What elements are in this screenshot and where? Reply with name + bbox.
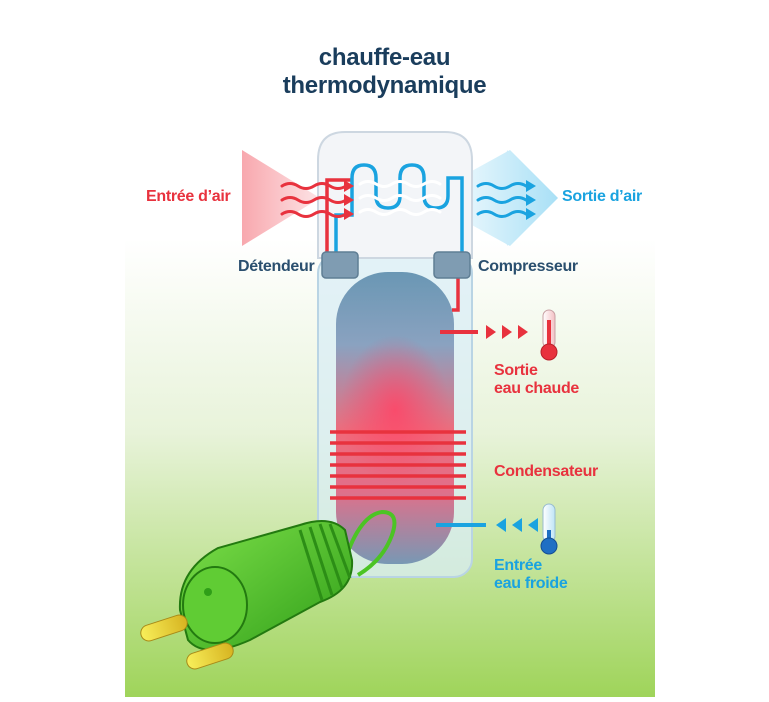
- title-line-2: thermodynamique: [282, 72, 487, 99]
- air-in-arrowheads: [344, 180, 354, 220]
- evaporator-coil: [334, 163, 464, 258]
- power-cable: [343, 509, 397, 577]
- thermometer-hot-icon: [540, 309, 558, 361]
- label-compressor: Compresseur: [478, 258, 578, 275]
- cold-water-arrows: [496, 518, 538, 532]
- condenser-coil: [330, 430, 466, 500]
- label-cold-in-line-2: eau froide: [494, 575, 568, 592]
- air-out-arrowheads: [526, 180, 536, 220]
- air-inlet-cone: [242, 150, 320, 246]
- hot-water-glow: [340, 335, 450, 485]
- air-through-arrows: [358, 180, 442, 216]
- hot-water-arrows: [486, 325, 528, 339]
- compressor-block: [433, 251, 471, 279]
- air-out-arrows: [476, 182, 528, 218]
- label-expansion-valve: Détendeur: [238, 258, 315, 275]
- thermometer-cold-icon: [540, 503, 558, 555]
- air-in-arrows: [280, 182, 348, 218]
- label-hot-out-line-2: eau chaude: [494, 380, 580, 397]
- label-condenser: Condensateur: [494, 463, 598, 480]
- label-cold-in-line-1: Entrée: [494, 557, 542, 574]
- expansion-valve-block: [321, 251, 359, 279]
- label-hot-out-line-1: Sortie: [494, 362, 538, 379]
- power-plug-icon: [140, 520, 354, 670]
- label-air-out: Sortie d’air: [562, 188, 642, 205]
- label-air-in: Entrée d’air: [146, 188, 231, 205]
- title-line-1: chauffe-eau: [318, 44, 451, 71]
